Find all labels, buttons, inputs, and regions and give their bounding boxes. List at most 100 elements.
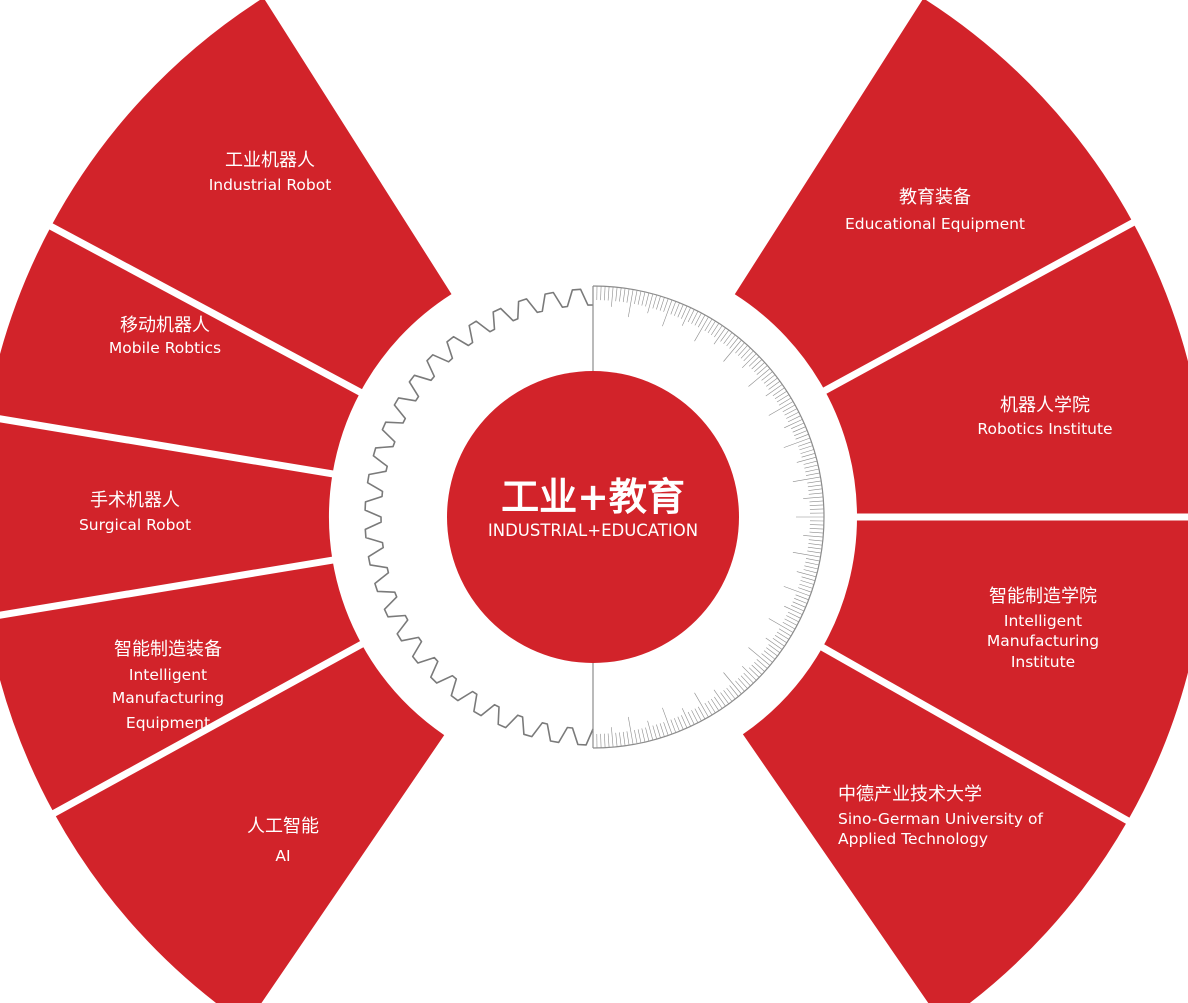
- ruler-tick: [674, 718, 680, 732]
- ruler-tick: [751, 664, 763, 675]
- ruler-tick: [809, 528, 824, 530]
- ruler-tick: [681, 305, 688, 319]
- ruler-tick: [615, 287, 618, 302]
- right-segment-intelligent-manufacturing-institute[interactable]: 智能制造学院 Intelligent Manufacturing Institu…: [822, 517, 1188, 821]
- center-subtitle: INDUSTRIAL+EDUCATION: [488, 521, 698, 540]
- left-segment-label-en: Industrial Robot: [209, 176, 332, 194]
- ruler-tick: [778, 628, 792, 637]
- segment-divider: [818, 214, 1144, 397]
- left-segment-label-en: Intelligent: [129, 666, 207, 684]
- ruler-tick: [784, 618, 798, 626]
- ruler-tick: [782, 404, 796, 413]
- ruler-tick: [803, 496, 824, 499]
- left-fan: 工业机器人 Industrial Robot 移动机器人 Mobile Robt…: [0, 0, 452, 1003]
- right-segment-label-en: Educational Equipment: [845, 215, 1025, 233]
- right-segment-label-en: Robotics Institute: [977, 420, 1112, 438]
- left-segment-ai[interactable]: 人工智能 AI: [54, 644, 445, 1003]
- right-segment-educational-equipment[interactable]: 教育装备 Educational Equipment: [734, 0, 1133, 391]
- ruler-tick: [720, 329, 730, 342]
- ruler-tick: [748, 368, 771, 387]
- ruler-tick: [803, 460, 818, 465]
- ruler-tick: [611, 727, 614, 748]
- ruler-tick: [748, 356, 760, 367]
- ruler-tick: [656, 296, 661, 310]
- ruler-tick: [801, 576, 816, 581]
- ruler-tick: [783, 586, 811, 597]
- ruler-tick: [737, 678, 748, 689]
- ruler-tick: [809, 504, 824, 506]
- left-segment-label-en: Surgical Robot: [79, 516, 191, 534]
- ruler-tick: [768, 644, 781, 654]
- ruler-tick: [707, 320, 716, 334]
- right-segment-robotics-institute[interactable]: 机器人学院 Robotics Institute: [824, 222, 1188, 517]
- ruler-tick: [800, 580, 814, 585]
- left-segment-label-zh: 移动机器人: [120, 315, 210, 336]
- left-segment-label-zh: 手术机器人: [90, 490, 180, 511]
- ruler-tick: [803, 535, 824, 538]
- right-segment-label-en: Institute: [1011, 653, 1075, 671]
- ruler-tick: [662, 299, 673, 327]
- left-segment-mobile-robotics[interactable]: 移动机器人 Mobile Robtics: [0, 226, 361, 474]
- ruler-tick: [681, 708, 691, 727]
- ruler-tick: [786, 411, 799, 419]
- ruler-tick: [766, 377, 778, 387]
- ruler-tick: [805, 468, 820, 473]
- ruler-tick: [809, 531, 824, 534]
- ruler-tick: [710, 698, 720, 711]
- ruler-tick: [674, 302, 680, 316]
- left-segment-label-zh: 智能制造装备: [114, 639, 222, 660]
- ruler-tick: [741, 665, 757, 681]
- right-segment-sino-german-university[interactable]: 中德产业技术大学 Sino-German University of Appli…: [742, 647, 1128, 1003]
- ruler-tick: [807, 546, 822, 550]
- ruler-tick: [694, 312, 702, 326]
- ruler-tick: [723, 332, 733, 344]
- right-segment-label-zh: 机器人学院: [1000, 395, 1090, 416]
- ruler-tick: [743, 672, 754, 684]
- ruler-tick: [794, 430, 808, 436]
- right-segment-label-en: Manufacturing: [987, 632, 1099, 650]
- ruler-tick: [723, 339, 742, 362]
- ruler-tick: [637, 290, 642, 305]
- ruler-tick: [787, 415, 801, 423]
- ruler-tick: [799, 583, 813, 589]
- segment-divider: [43, 638, 368, 822]
- left-segment-label-en: Mobile Robtics: [109, 339, 221, 357]
- ruler-tick: [809, 500, 824, 503]
- left-segment-surgical-robot[interactable]: 手术机器人 Surgical Robot: [0, 417, 333, 618]
- left-segment-intelligent-manufacturing-equipment[interactable]: 智能制造装备 Intelligent Manufacturing Equipme…: [0, 560, 362, 814]
- ruler-tick: [619, 287, 622, 302]
- ruler-tick: [807, 550, 822, 554]
- right-segment-label-zh: 教育装备: [899, 187, 971, 208]
- ruler-tick: [772, 387, 785, 396]
- ruler-tick: [645, 292, 650, 307]
- ruler-tick: [611, 286, 614, 307]
- ruler-tick: [772, 638, 785, 647]
- ruler-tick: [634, 729, 638, 744]
- ruler-tick: [761, 371, 773, 381]
- left-segment-industrial-robot[interactable]: 工业机器人 Industrial Robot: [51, 0, 452, 393]
- ruler-tick: [607, 286, 610, 301]
- ruler-tick: [687, 711, 695, 725]
- ruler-tick: [740, 347, 751, 359]
- ruler-tick: [809, 508, 824, 510]
- ruler-tick: [807, 484, 822, 488]
- segment-divider: [40, 218, 367, 398]
- ruler-tick: [704, 318, 713, 332]
- ruler-tick: [622, 731, 626, 746]
- ruler-tick: [604, 286, 606, 301]
- ruler-tick: [600, 733, 602, 748]
- ruler-tick: [663, 722, 669, 736]
- ruler-tick: [796, 571, 817, 578]
- ruler-tick: [723, 672, 742, 695]
- ruler-tick: [694, 316, 709, 342]
- ruler-tick: [798, 441, 812, 447]
- ruler-tick: [807, 480, 822, 484]
- ruler-tick: [805, 558, 820, 562]
- ruler-tick: [697, 706, 706, 720]
- right-segment-label-zh: 智能制造学院: [989, 586, 1097, 607]
- right-segment-label-en: Sino-German University of: [838, 810, 1043, 828]
- ruler-tick: [776, 394, 790, 403]
- ruler-tick: [804, 565, 819, 570]
- ruler-tick: [681, 715, 688, 729]
